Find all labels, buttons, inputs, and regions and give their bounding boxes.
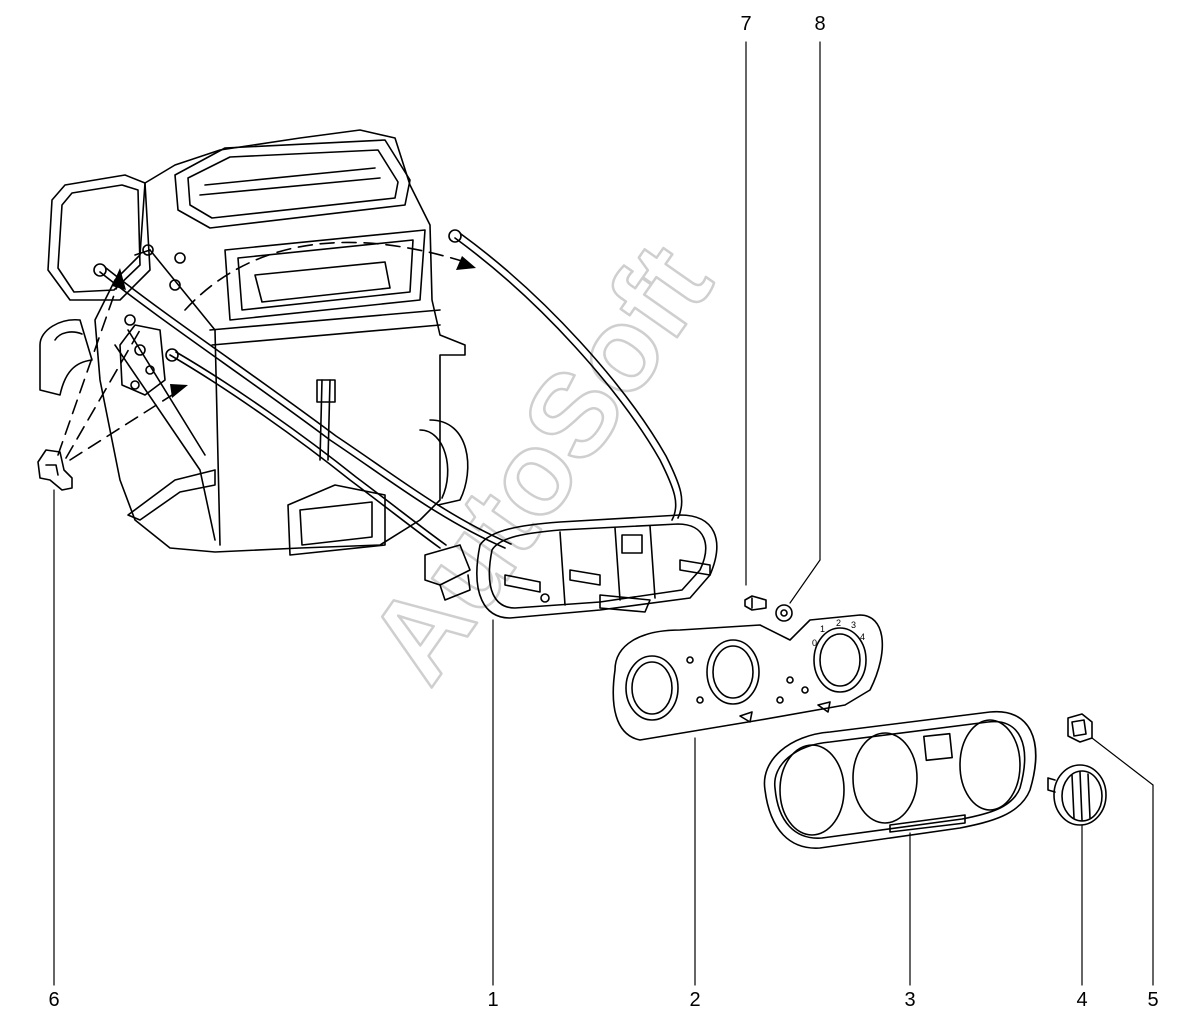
arrow-heads	[112, 256, 476, 398]
dial-mark-0: 0	[812, 638, 817, 648]
dial-mark-1: 1	[820, 624, 825, 634]
callout-label-8: 8	[814, 13, 826, 35]
assembly-arrows	[57, 241, 466, 461]
part-2-dial-plate	[612, 614, 884, 986]
control-cables	[93, 229, 683, 549]
callout-label-6: 6	[48, 989, 60, 1011]
dial-mark-2: 2	[836, 618, 841, 628]
part-5-small-knob	[1067, 713, 1154, 986]
callout-label-1: 1	[487, 989, 499, 1011]
part-6-clip	[37, 449, 73, 986]
part-1-control-unit	[424, 514, 718, 986]
heater-housing	[39, 129, 469, 556]
callout-label-7: 7	[740, 13, 752, 35]
dial-mark-4: 4	[860, 632, 865, 642]
part-8-washer	[775, 41, 821, 622]
callout-label-4: 4	[1076, 989, 1088, 1011]
dial-scale-marks: 0 1 2 3 4	[812, 618, 865, 648]
dial-mark-3: 3	[851, 620, 856, 630]
callout-label-3: 3	[904, 989, 916, 1011]
callout-label-2: 2	[689, 989, 701, 1011]
part-7-screw	[744, 41, 767, 611]
part-3-front-bezel	[763, 710, 1037, 986]
part-4-knob	[1047, 764, 1107, 986]
callout-label-5: 5	[1147, 989, 1159, 1011]
watermark-text: AutoSoft	[343, 221, 737, 705]
